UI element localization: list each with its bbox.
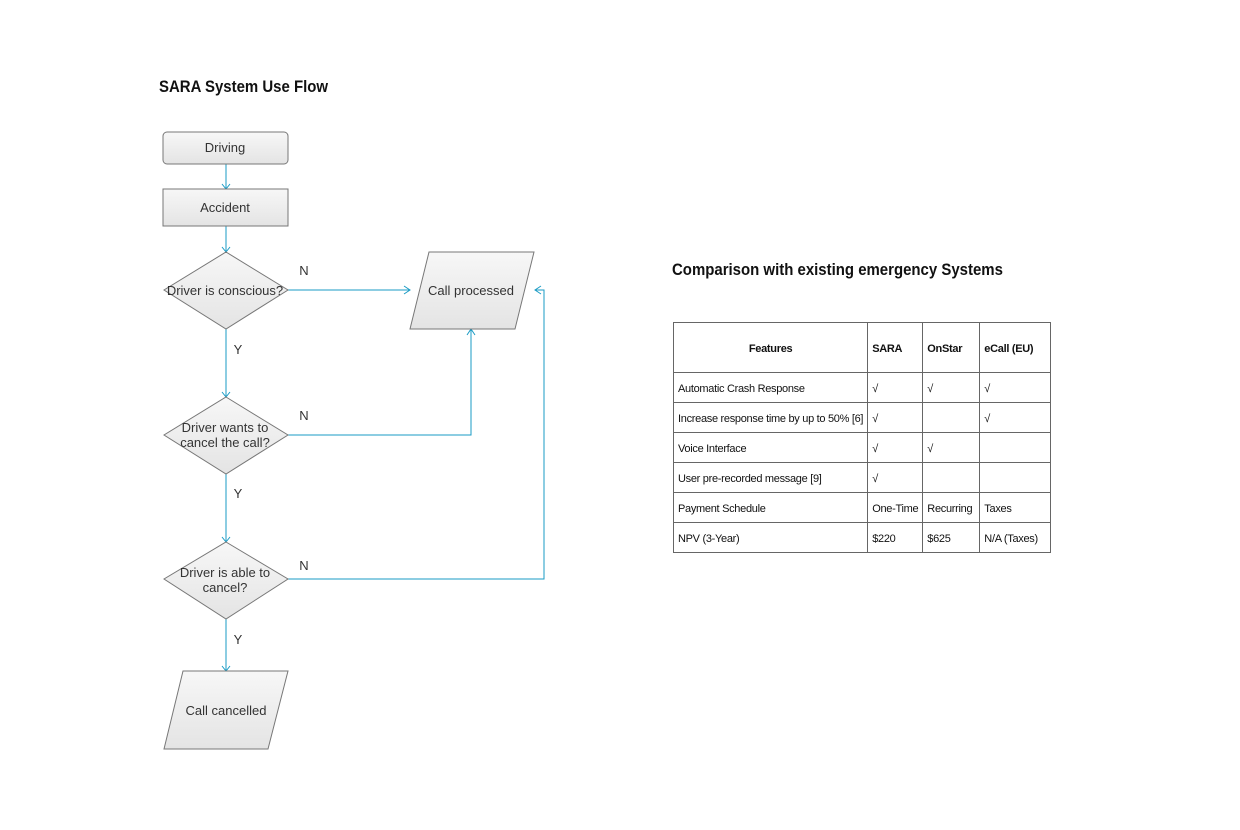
edge-label-yes: Y	[234, 632, 243, 647]
edge-label-no: N	[299, 558, 308, 573]
table-cell	[922, 462, 981, 493]
table-row: User pre-recorded message [9] √	[672, 462, 1052, 493]
table-cell	[979, 462, 1052, 493]
node-label: Driver is able to	[180, 565, 270, 580]
node-driving: Driving	[162, 131, 289, 165]
table-cell: √	[867, 432, 924, 463]
table-row: Payment Schedule One-Time Recurring Taxe…	[672, 492, 1052, 523]
table-cell: One-Time	[867, 492, 924, 523]
node-call-cancelled: Call cancelled	[163, 670, 289, 750]
node-label: Call processed	[428, 283, 514, 298]
table-title: Comparison with existing emergency Syste…	[672, 260, 1003, 279]
header-sara: SARA	[867, 322, 924, 373]
edge-cancel-processed	[288, 329, 472, 436]
table-cell: √	[922, 372, 981, 403]
table-cell: Taxes	[979, 492, 1052, 523]
edge-able-processed	[288, 289, 545, 580]
table-cell: Recurring	[922, 492, 981, 523]
table-cell: √	[867, 372, 924, 403]
node-label: Accident	[200, 200, 250, 215]
table-cell: √	[867, 402, 924, 433]
node-label: Call cancelled	[186, 703, 267, 718]
table-cell: Automatic Crash Response	[672, 372, 869, 403]
decision-able-cancel: Driver is able to cancel?	[163, 541, 289, 620]
node-label: Driving	[205, 140, 245, 155]
header-onstar: OnStar	[922, 322, 981, 373]
table-cell: Increase response time by up to 50% [6]	[672, 402, 869, 433]
table-cell: NPV (3-Year)	[672, 522, 869, 553]
table-cell: $625	[922, 522, 981, 553]
table-row: Automatic Crash Response √ √ √	[672, 372, 1052, 403]
flowchart-title: SARA System Use Flow	[159, 77, 329, 96]
table-cell: √	[979, 402, 1052, 433]
edge-label-no: N	[299, 408, 308, 423]
table-cell: $220	[867, 522, 924, 553]
table-row: NPV (3-Year) $220 $625 N/A (Taxes)	[672, 522, 1052, 553]
table-cell: √	[979, 372, 1052, 403]
comparison-table: Features SARA OnStar eCall (EU) Automati…	[672, 322, 1052, 553]
table-cell	[979, 432, 1052, 463]
arrowhead	[403, 285, 411, 295]
node-label: cancel?	[203, 580, 248, 595]
table-cell	[922, 402, 981, 433]
table-row: Increase response time by up to 50% [6] …	[672, 402, 1052, 433]
node-accident: Accident	[162, 188, 289, 227]
edge-label-yes: Y	[234, 342, 243, 357]
connectors	[221, 164, 545, 672]
table-cell: Voice Interface	[672, 432, 869, 463]
node-call-processed: Call processed	[409, 251, 535, 330]
decision-driver-conscious: Driver is conscious?	[163, 251, 289, 330]
table-cell: √	[867, 462, 924, 493]
node-label: Driver wants to	[182, 420, 269, 435]
table-cell: User pre-recorded message [9]	[672, 462, 869, 493]
header-features: Features	[672, 322, 869, 373]
edge-label-yes: Y	[234, 486, 243, 501]
node-label: cancel the call?	[180, 435, 270, 450]
decision-wants-cancel: Driver wants to cancel the call?	[163, 396, 289, 475]
header-ecall: eCall (EU)	[979, 322, 1052, 373]
table-cell: Payment Schedule	[672, 492, 869, 523]
node-label: Driver is conscious?	[167, 283, 283, 298]
table-row: Voice Interface √ √	[672, 432, 1052, 463]
table-header-row: Features SARA OnStar eCall (EU)	[672, 322, 1052, 373]
table-cell: √	[922, 432, 981, 463]
table-cell: N/A (Taxes)	[979, 522, 1052, 553]
arrowhead	[534, 285, 542, 295]
edge-label-no: N	[299, 263, 308, 278]
